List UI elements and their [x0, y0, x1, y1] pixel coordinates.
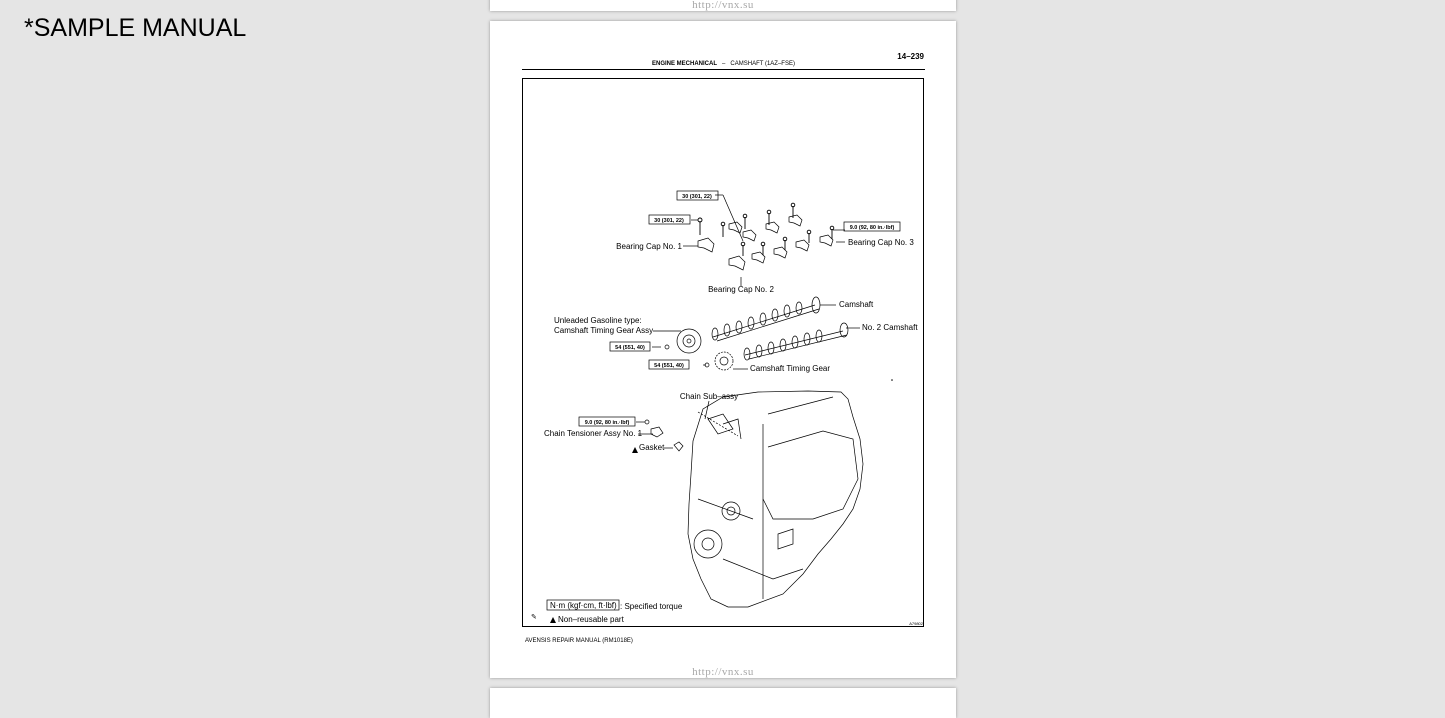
unleaded-type-label: Unleaded Gasoline type: — [554, 316, 642, 325]
header-topic: CAMSHAFT (1AZ–FSE) — [730, 61, 795, 67]
chain-sub-assy-label: Chain Sub–assy — [680, 392, 738, 401]
legend-unit: N·m (kgf·cm, ft·lbf) — [550, 601, 617, 610]
page-header: ENGINE MECHANICAL – CAMSHAFT (1AZ–FSE) — [522, 61, 925, 67]
bearing-cap-3-label: Bearing Cap No. 3 — [848, 238, 914, 247]
legend-icon: ✎ — [531, 614, 537, 621]
next-page — [490, 688, 956, 718]
bearing-caps — [697, 202, 835, 271]
camshaft-label: Camshaft — [839, 300, 874, 309]
torque-label-6: 9.0 (92, 80 in.·lbf) — [585, 420, 630, 426]
gasket-label: Gasket — [639, 443, 665, 452]
engine-block — [687, 390, 864, 608]
header-section: ENGINE MECHANICAL — [652, 61, 718, 67]
sample-manual-banner: *SAMPLE MANUAL — [24, 14, 247, 42]
camshaft-diagram: ✎ 30 (301, 22) 30 (301, 22) 9.0 (92, 80 … — [531, 190, 924, 626]
camshaft-timing-gear-label: Camshaft Timing Gear — [750, 364, 830, 373]
bearing-cap-2-label: Bearing Cap No. 2 — [708, 285, 774, 294]
manual-page: 14–239 ENGINE MECHANICAL – CAMSHAFT (1AZ… — [490, 21, 956, 678]
chain-tensioner-label: Chain Tensioner Assy No. 1 — [544, 429, 643, 438]
camshaft-upper — [711, 296, 821, 342]
timing-gear-assy — [676, 328, 702, 354]
no2-camshaft-label: No. 2 Camshaft — [862, 323, 918, 332]
timing-gear — [714, 351, 734, 371]
bearing-cap-1-label: Bearing Cap No. 1 — [616, 242, 682, 251]
site-watermark: http://vnx.su — [692, 666, 754, 678]
timing-gear-assy-label: Camshaft Timing Gear Assy — [554, 326, 653, 335]
page-footer: AVENSIS REPAIR MANUAL (RM1018E) — [525, 638, 633, 644]
torque-label-2: 30 (301, 22) — [654, 218, 684, 224]
torque-label-4: 54 (551, 40) — [615, 345, 645, 351]
page-number: 14–239 — [897, 52, 924, 61]
header-separator: – — [722, 61, 726, 67]
figure-id: A79802 — [909, 621, 924, 626]
site-watermark: http://vnx.su — [692, 0, 754, 11]
previous-page: http://vnx.su — [490, 0, 956, 11]
torque-label-5: 54 (551, 40) — [654, 363, 684, 369]
header-rule — [522, 69, 925, 70]
camshaft-lower — [743, 322, 849, 361]
legend-nonreusable: Non–reusable part — [558, 615, 625, 624]
torque-label-3: 9.0 (92, 80 in.·lbf) — [850, 225, 895, 231]
exploded-view-figure: ✎ 30 (301, 22) 30 (301, 22) 9.0 (92, 80 … — [522, 78, 924, 627]
legend-unit-desc: : Specified torque — [620, 602, 683, 611]
torque-label-1: 30 (301, 22) — [682, 194, 712, 200]
